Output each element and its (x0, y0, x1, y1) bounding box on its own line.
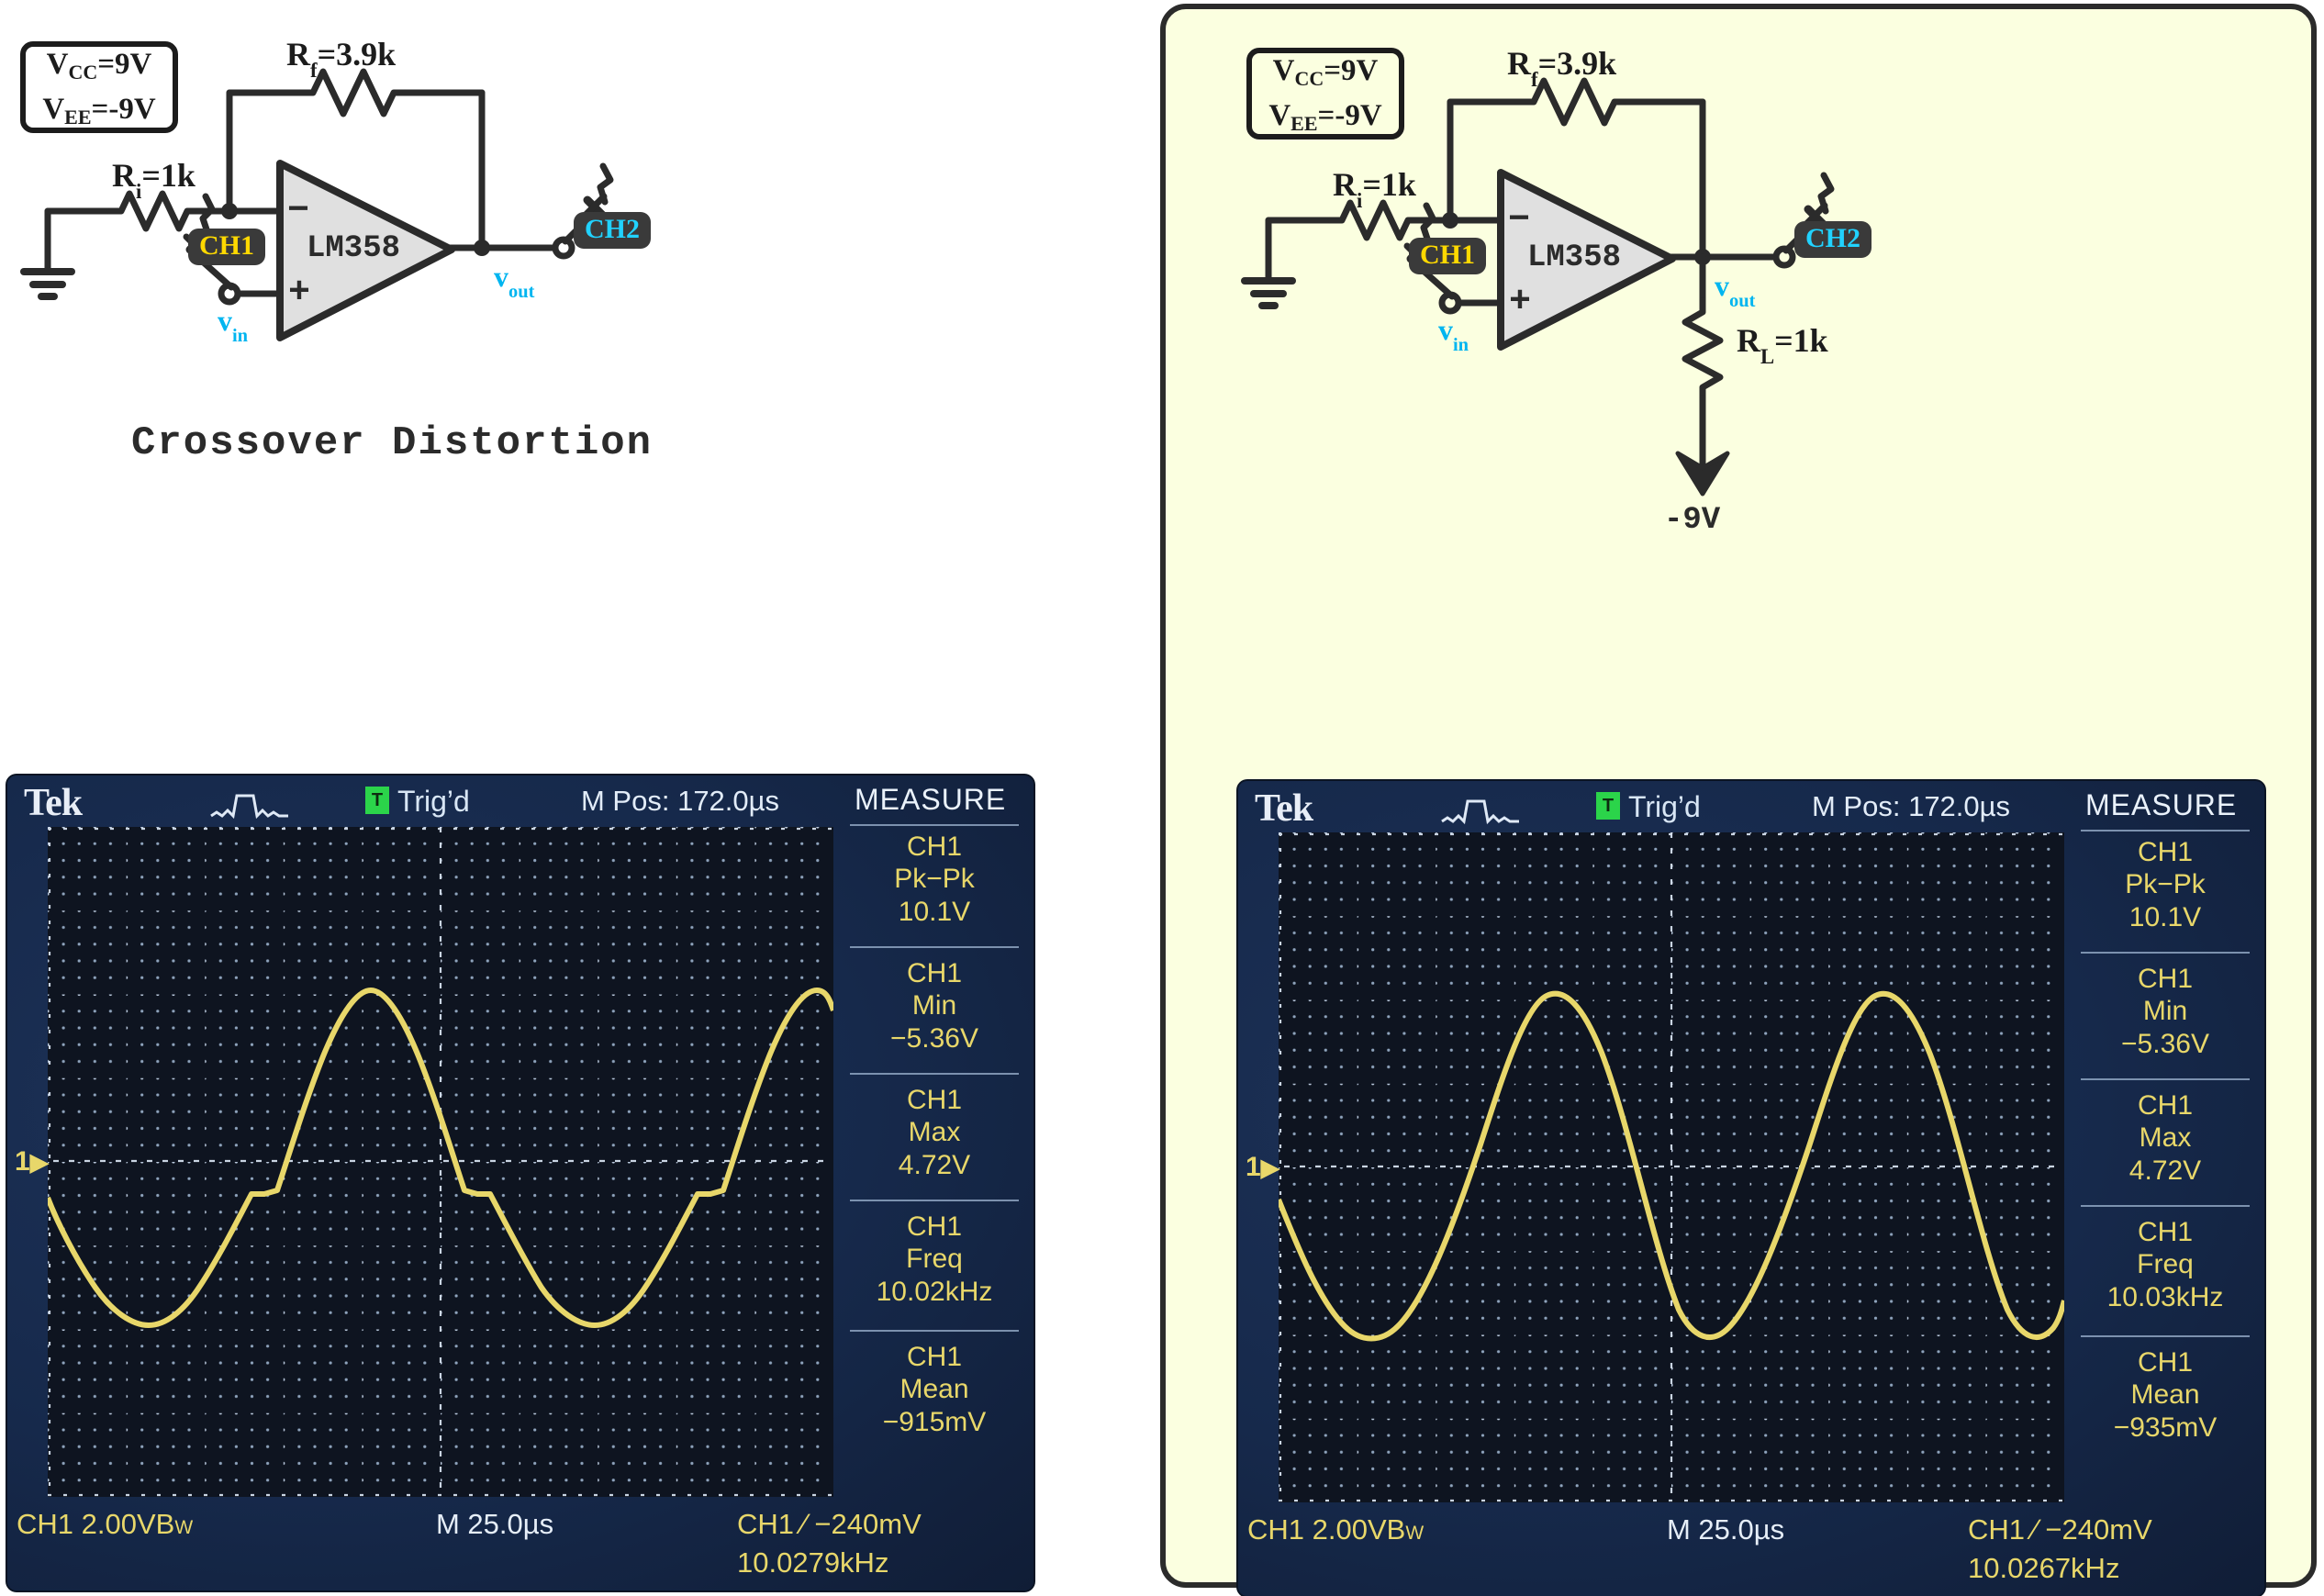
measure-sep (2081, 1205, 2250, 1207)
ri-label-left: Ri=1k (112, 157, 196, 204)
measure-sep (850, 1200, 1019, 1201)
vin-label-right: vin (1438, 313, 1469, 356)
m-pos-right: M Pos: 172.0µs (1812, 790, 2011, 822)
vout-label-right: vout (1715, 269, 1756, 312)
trigger-status-text-left: Trig’d (397, 785, 470, 818)
trigger-source-left: CH1 ∕ −240mV (737, 1508, 922, 1540)
measure-row: CH1 Freq 10.02kHz (876, 1211, 993, 1307)
negative-rail-arrow-icon (1675, 451, 1730, 497)
measure-row: CH1 Pk−Pk 10.1V (2125, 837, 2206, 932)
scope-status-bar-right: CH1 2.00VBW M 25.0µs CH1 ∕ −240mV 10.026… (1238, 1504, 2264, 1596)
trigger-frequency-left: 10.0279kHz (737, 1546, 889, 1579)
tek-logo-left: Tek (24, 782, 83, 824)
opamp-label-left: LM358 (307, 231, 401, 266)
measure-row: CH1 Mean −935mV (2113, 1347, 2218, 1443)
vee-line: VEE=-9V (1268, 99, 1382, 135)
vcc-line: VCC=9V (1272, 53, 1379, 90)
rf-label-left: Rf=3.9k (286, 36, 397, 83)
circuit-diagram-left (20, 68, 614, 341)
oscilloscope-left: Tek T Trig’d M Pos: 172.0µs MEASURE (7, 776, 1034, 1590)
vertical-scale-left: CH1 2.00VBW (17, 1508, 194, 1540)
measure-header-rule-left (850, 824, 1019, 826)
left-panel: VCC=9V VEE=-9V (0, 0, 1152, 1595)
supply-box-right: VCC=9V VEE=-9V (1246, 48, 1404, 140)
section-title-crossover: Crossover Distortion (131, 420, 654, 466)
opamp-label-right: LM358 (1527, 240, 1622, 275)
trigger-waveform-icon-left (210, 794, 288, 820)
graticule-left (45, 827, 836, 1497)
vee-line: VEE=-9V (42, 93, 156, 128)
measure-row: CH1 Max 4.72V (898, 1085, 971, 1180)
measure-sep (2081, 1078, 2250, 1080)
trigger-frequency-right: 10.0267kHz (1968, 1552, 2120, 1584)
measure-header-left: MEASURE (855, 783, 1007, 816)
trigger-status-icon-left: T (365, 787, 389, 814)
right-panel-highlighted: VCC=9V VEE=-9V (1160, 4, 2317, 1596)
timebase-left: M 25.0µs (436, 1508, 554, 1540)
measure-row: CH1 Max 4.72V (2128, 1090, 2202, 1186)
tek-logo-right: Tek (1255, 787, 1313, 830)
measure-panel-left: CH1 Pk−Pk 10.1V CH1 Min −5.36V CH1 Max 4… (843, 827, 1026, 1497)
vertical-scale-right: CH1 2.00VBW (1247, 1513, 1425, 1546)
m-pos-left: M Pos: 172.0µs (581, 785, 780, 817)
measure-row: CH1 Mean −915mV (882, 1342, 987, 1437)
trigger-waveform-icon-right (1441, 799, 1519, 825)
vin-label-left: vin (218, 304, 249, 347)
rl-label-right: RL=1k (1737, 322, 1828, 369)
measure-sep (2081, 1335, 2250, 1337)
measure-sep (2081, 952, 2250, 954)
trigger-status-icon-right: T (1596, 792, 1620, 820)
vcc-line: VCC=9V (46, 47, 152, 84)
inverting-input-sign-left: − (287, 191, 310, 232)
measure-row: CH1 Min −5.36V (890, 958, 978, 1054)
scope-status-bar-left: CH1 2.00VBW M 25.0µs CH1 ∕ −240mV 10.027… (7, 1499, 1034, 1590)
measure-row: CH1 Min −5.36V (2121, 964, 2209, 1059)
channel-1-marker-right: 1▶ (1246, 1152, 1279, 1182)
trigger-status-text-right: Trig’d (1628, 790, 1701, 823)
ri-label-right: Ri=1k (1333, 166, 1416, 213)
vout-label-left: vout (494, 260, 535, 303)
trigger-source-right: CH1 ∕ −240mV (1968, 1513, 2152, 1546)
ch1-badge-left[interactable]: CH1 (188, 229, 265, 265)
measure-header-rule-right (2081, 830, 2250, 831)
measure-row: CH1 Freq 10.03kHz (2106, 1217, 2224, 1312)
supply-box-left: VCC=9V VEE=-9V (20, 41, 178, 133)
measure-sep (850, 1330, 1019, 1332)
rf-label-right: Rf=3.9k (1507, 45, 1617, 92)
negative-rail-label-right: -9V (1664, 503, 1721, 538)
noninverting-input-sign-left: + (288, 273, 311, 314)
ch2-badge-right[interactable]: CH2 (1794, 221, 1871, 258)
oscilloscope-right: Tek T Trig’d M Pos: 172.0µs MEASURE (1238, 781, 2264, 1596)
ch1-badge-right[interactable]: CH1 (1409, 238, 1486, 274)
waveform-svg-left (45, 827, 836, 1497)
waveform-svg-right (1276, 832, 2067, 1502)
ch2-badge-left[interactable]: CH2 (574, 212, 651, 249)
measure-sep (850, 946, 1019, 948)
measure-header-right: MEASURE (2085, 788, 2238, 821)
measure-panel-right: CH1 Pk−Pk 10.1V CH1 Min −5.36V CH1 Max 4… (2073, 832, 2257, 1502)
noninverting-input-sign-right: + (1509, 282, 1532, 323)
inverting-input-sign-right: − (1508, 200, 1531, 241)
measure-row: CH1 Pk−Pk 10.1V (894, 831, 975, 927)
timebase-right: M 25.0µs (1667, 1513, 1785, 1546)
measure-sep (850, 1073, 1019, 1075)
graticule-right (1276, 832, 2067, 1502)
channel-1-marker-left: 1▶ (15, 1146, 49, 1177)
circuit-diagram-right (1241, 77, 1835, 497)
